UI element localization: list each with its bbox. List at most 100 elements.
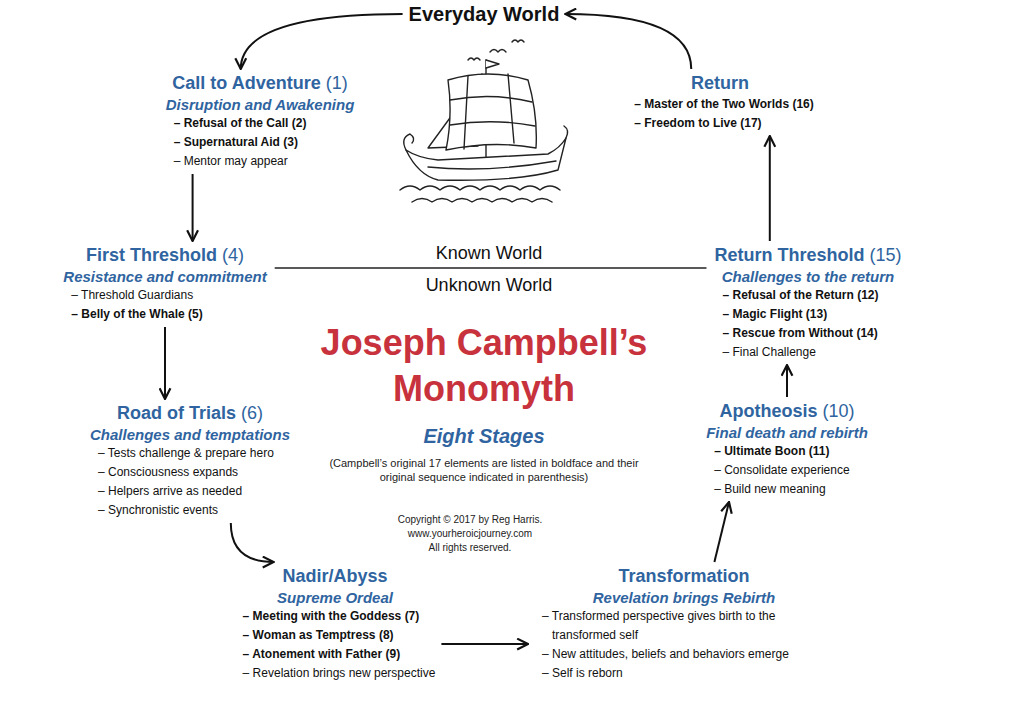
- wave: [412, 199, 552, 203]
- stage-element: – Transformed perspective gives birth to…: [542, 607, 834, 645]
- stage-heading: Nadir/Abyss: [282, 566, 387, 586]
- cycle-arrow: [769, 136, 771, 241]
- copyright-line: All rights reserved.: [429, 541, 512, 554]
- stage-element: – Tests challenge & prepare hero: [98, 444, 290, 463]
- sail-seam: [450, 122, 535, 126]
- stage-node: First Threshold(4)Resistance and commitm…: [61, 244, 268, 324]
- stage-subtitle: Final death and rebirth: [706, 423, 868, 442]
- stage-node: Return– Master of the Two Worlds (16)– F…: [624, 72, 816, 133]
- stage-element: – Helpers arrive as needed: [98, 482, 290, 501]
- stage-element: – Freedom to Live (17): [634, 114, 814, 133]
- stage-element: – Final Challenge: [722, 343, 901, 362]
- note: (Campbell’s original 17 elements are lis…: [325, 456, 643, 484]
- stage-element: – Magic Flight (13): [722, 305, 901, 324]
- stage-heading: Call to Adventure: [172, 73, 320, 93]
- stage-element: – Belly of the Whale (5): [71, 305, 266, 324]
- sail-seam: [464, 76, 468, 149]
- subtitle: Eight Stages: [423, 424, 544, 448]
- sail-seam: [508, 74, 514, 143]
- stage-subtitle: Revelation brings Rebirth: [534, 588, 834, 607]
- stage-heading: First Threshold: [86, 245, 217, 265]
- stage-element: – Rescue from Without (14): [722, 324, 901, 343]
- element-list: – Ultimate Boon (11)– Consolidate experi…: [714, 442, 868, 499]
- stage-subtitle: Challenges to the return: [714, 267, 901, 286]
- main-sail: [446, 74, 536, 150]
- cycle-arrow: [786, 365, 788, 397]
- heading-row: Call to Adventure (1): [166, 72, 355, 95]
- bird: [512, 40, 524, 42]
- wave: [400, 186, 560, 190]
- stage-element: – Woman as Temptress (8): [243, 626, 436, 645]
- stage-heading: Transformation: [618, 566, 749, 586]
- world-node: Everyday World: [407, 2, 562, 26]
- stage-heading: Return: [691, 73, 749, 93]
- cycle-arrow: [241, 14, 403, 69]
- world-heading: Everyday World: [409, 2, 560, 26]
- callout-number: (4): [222, 245, 244, 265]
- stage-element: – Refusal of the Call (2): [174, 114, 355, 133]
- heading-row: Apotheosis (10): [706, 400, 868, 423]
- bird: [490, 50, 506, 53]
- cycle-arrow: [231, 523, 274, 562]
- stage-element: – New attitudes, beliefs and behaviors e…: [542, 645, 834, 664]
- stage-element: – Synchronistic events: [98, 501, 290, 520]
- element-list: – Refusal of the Call (2)– Supernatural …: [174, 114, 355, 171]
- callout-number: (1): [326, 73, 348, 93]
- stage-node: TransformationRevelation brings Rebirth–…: [532, 565, 836, 683]
- stage-subtitle: Challenges and temptations: [90, 425, 290, 444]
- stage-heading: Return Threshold: [714, 245, 864, 265]
- region-label: Known World: [436, 242, 543, 264]
- stage-element: – Ultimate Boon (11): [714, 442, 868, 461]
- heading-row: Transformation: [534, 565, 834, 588]
- cycle-arrow: [164, 327, 166, 399]
- stage-node: Road of Trials(6)Challenges and temptati…: [88, 402, 292, 520]
- heading-row: First Threshold(4): [63, 244, 266, 267]
- cycle-arrow: [565, 14, 691, 69]
- element-list: – Tests challenge & prepare hero– Consci…: [98, 444, 290, 520]
- bird: [468, 58, 480, 60]
- heading-row: Return: [626, 72, 814, 95]
- stage-node: Call to Adventure (1) Disruption and Awake…: [164, 72, 357, 171]
- stage-subtitle: Supreme Ordeal: [235, 588, 436, 607]
- stage-element: – Master of the Two Worlds (16): [634, 95, 814, 114]
- stage-element: – Threshold Guardians: [71, 286, 266, 305]
- stern-curl: [564, 126, 568, 138]
- element-list: – Refusal of the Return (12)– Magic Flig…: [722, 286, 901, 362]
- stage-subtitle: Resistance and commitment: [63, 267, 266, 286]
- sail-seam: [450, 96, 532, 102]
- hull: [406, 138, 566, 180]
- stage-element: – Revelation brings new perspective: [243, 664, 436, 683]
- region-label: Unknown World: [426, 274, 553, 296]
- stage-element: – Consciousness expands: [98, 463, 290, 482]
- stage-element: – Supernatural Aid (3): [174, 133, 355, 152]
- element-list: – Threshold Guardians– Belly of the Whal…: [71, 286, 266, 324]
- stage-element: – Atonement with Father (9): [243, 645, 436, 664]
- copyright-line: Copyright © 2017 by Reg Harris.: [398, 513, 543, 526]
- stage-subtitle: Disruption and Awakening: [166, 95, 355, 114]
- stage-node: Apotheosis (10) Final death and rebirth– U…: [704, 400, 870, 499]
- cycle-arrow: [192, 174, 194, 241]
- element-list: – Master of the Two Worlds (16)– Freedom…: [634, 95, 814, 133]
- flag: [486, 60, 499, 68]
- stage-node: Return Threshold(15)Challenges to the re…: [712, 244, 903, 362]
- diagram-title: Joseph Campbell’s Monomyth: [304, 320, 664, 412]
- world-divider: [275, 267, 707, 269]
- stage-element: – Self is reborn: [542, 664, 834, 683]
- prow-curl: [404, 134, 414, 150]
- heading-row: Nadir/Abyss: [235, 565, 436, 588]
- callout-number: (6): [241, 403, 263, 423]
- copyright-line: www.yourheroicjourney.com: [408, 527, 532, 540]
- stage-node: Nadir/AbyssSupreme Ordeal– Meeting with …: [233, 565, 438, 683]
- stage-element: – Consolidate experience: [714, 461, 868, 480]
- stage-element: – Build new meaning: [714, 480, 868, 499]
- callout-number: (10): [823, 401, 855, 421]
- cycle-arrow: [441, 643, 528, 645]
- heading-row: Return Threshold(15): [714, 244, 901, 267]
- element-list: – Transformed perspective gives birth to…: [542, 607, 834, 683]
- cycle-arrow: [714, 502, 729, 562]
- ship-illustration: [398, 30, 573, 215]
- stage-heading: Road of Trials: [117, 403, 236, 423]
- heading-row: Road of Trials(6): [90, 402, 290, 425]
- stage-heading: Apotheosis: [719, 401, 817, 421]
